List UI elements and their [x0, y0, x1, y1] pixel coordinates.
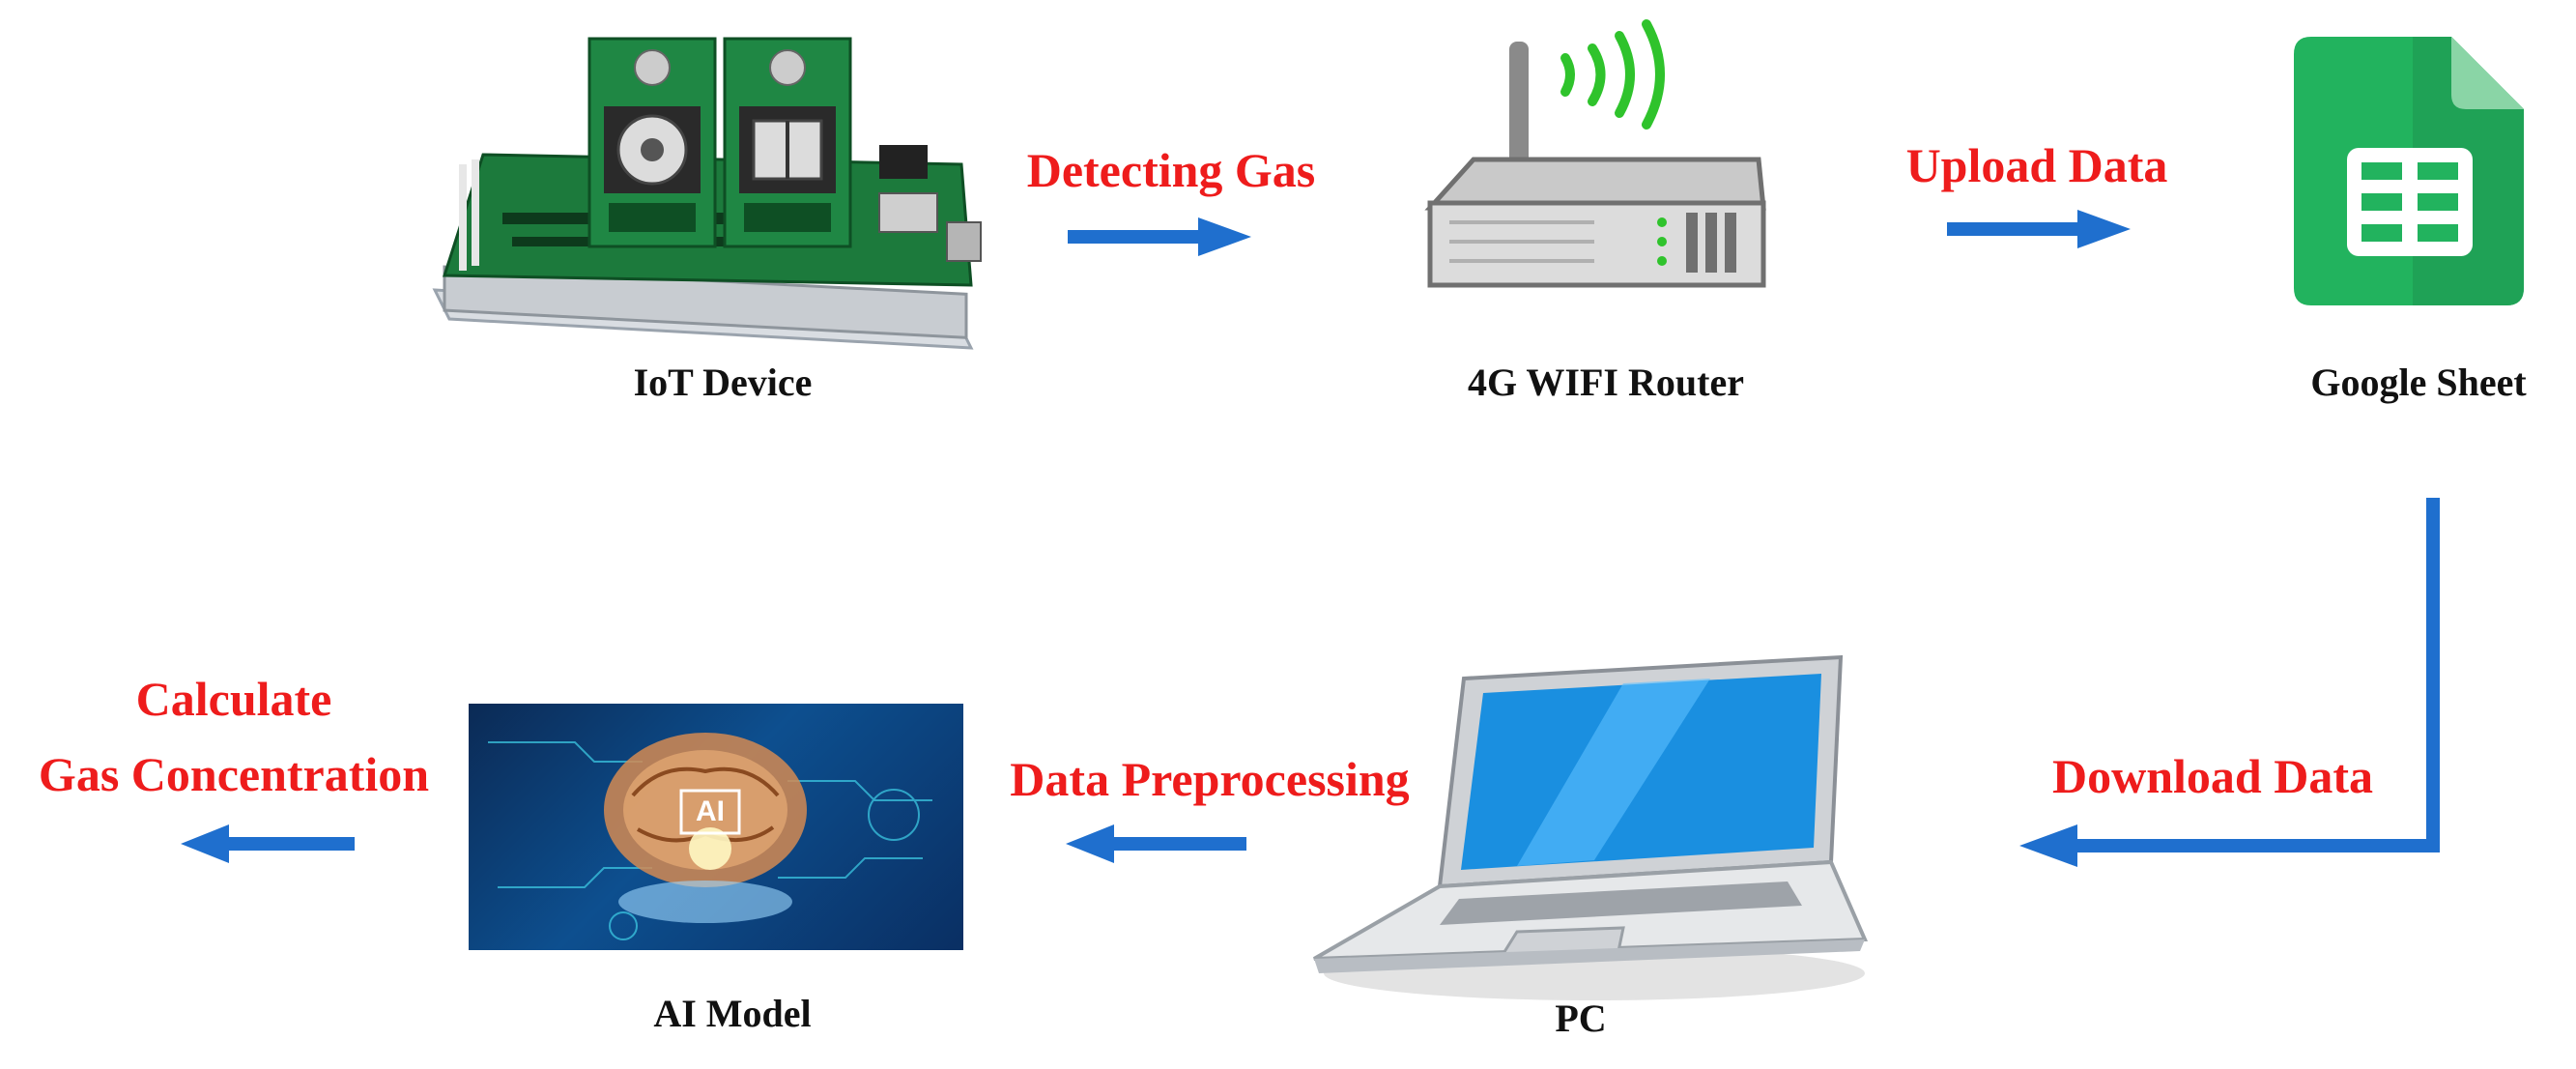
arrow-router-to-sheet [1947, 210, 2131, 248]
detecting-gas-label: Detecting Gas [1026, 143, 1316, 197]
laptop-icon [1313, 654, 1869, 1000]
arrow-iot-to-router [1068, 217, 1251, 256]
download-data-label: Download Data [2052, 749, 2373, 803]
google-sheet-icon [2294, 37, 2524, 305]
arrow-sheet-to-pc [2019, 498, 2440, 867]
google-sheet-label: Google Sheet [2310, 361, 2527, 404]
iot-device-label: IoT Device [633, 361, 813, 404]
router-image [1424, 19, 1766, 288]
wifi-signal-icon [1560, 19, 1665, 130]
router-label: 4G WIFI Router [1468, 361, 1744, 404]
pc-label: PC [1555, 997, 1607, 1040]
calculate-line2: Gas Concentration [38, 746, 430, 801]
calculate-line1: Calculate [135, 672, 332, 726]
ai-model-image: AI [469, 704, 963, 950]
arrow-pc-to-ai [1066, 824, 1246, 863]
upload-data-label: Upload Data [1905, 138, 2168, 192]
calculate-label: Calculate Gas Concentration [39, 662, 429, 812]
arrow-ai-to-output [181, 824, 355, 863]
ai-badge-text: AI [696, 795, 725, 827]
ai-model-label: AI Model [653, 992, 812, 1035]
data-preprocessing-label: Data Preprocessing [1010, 752, 1410, 806]
iot-device-image [432, 37, 982, 350]
